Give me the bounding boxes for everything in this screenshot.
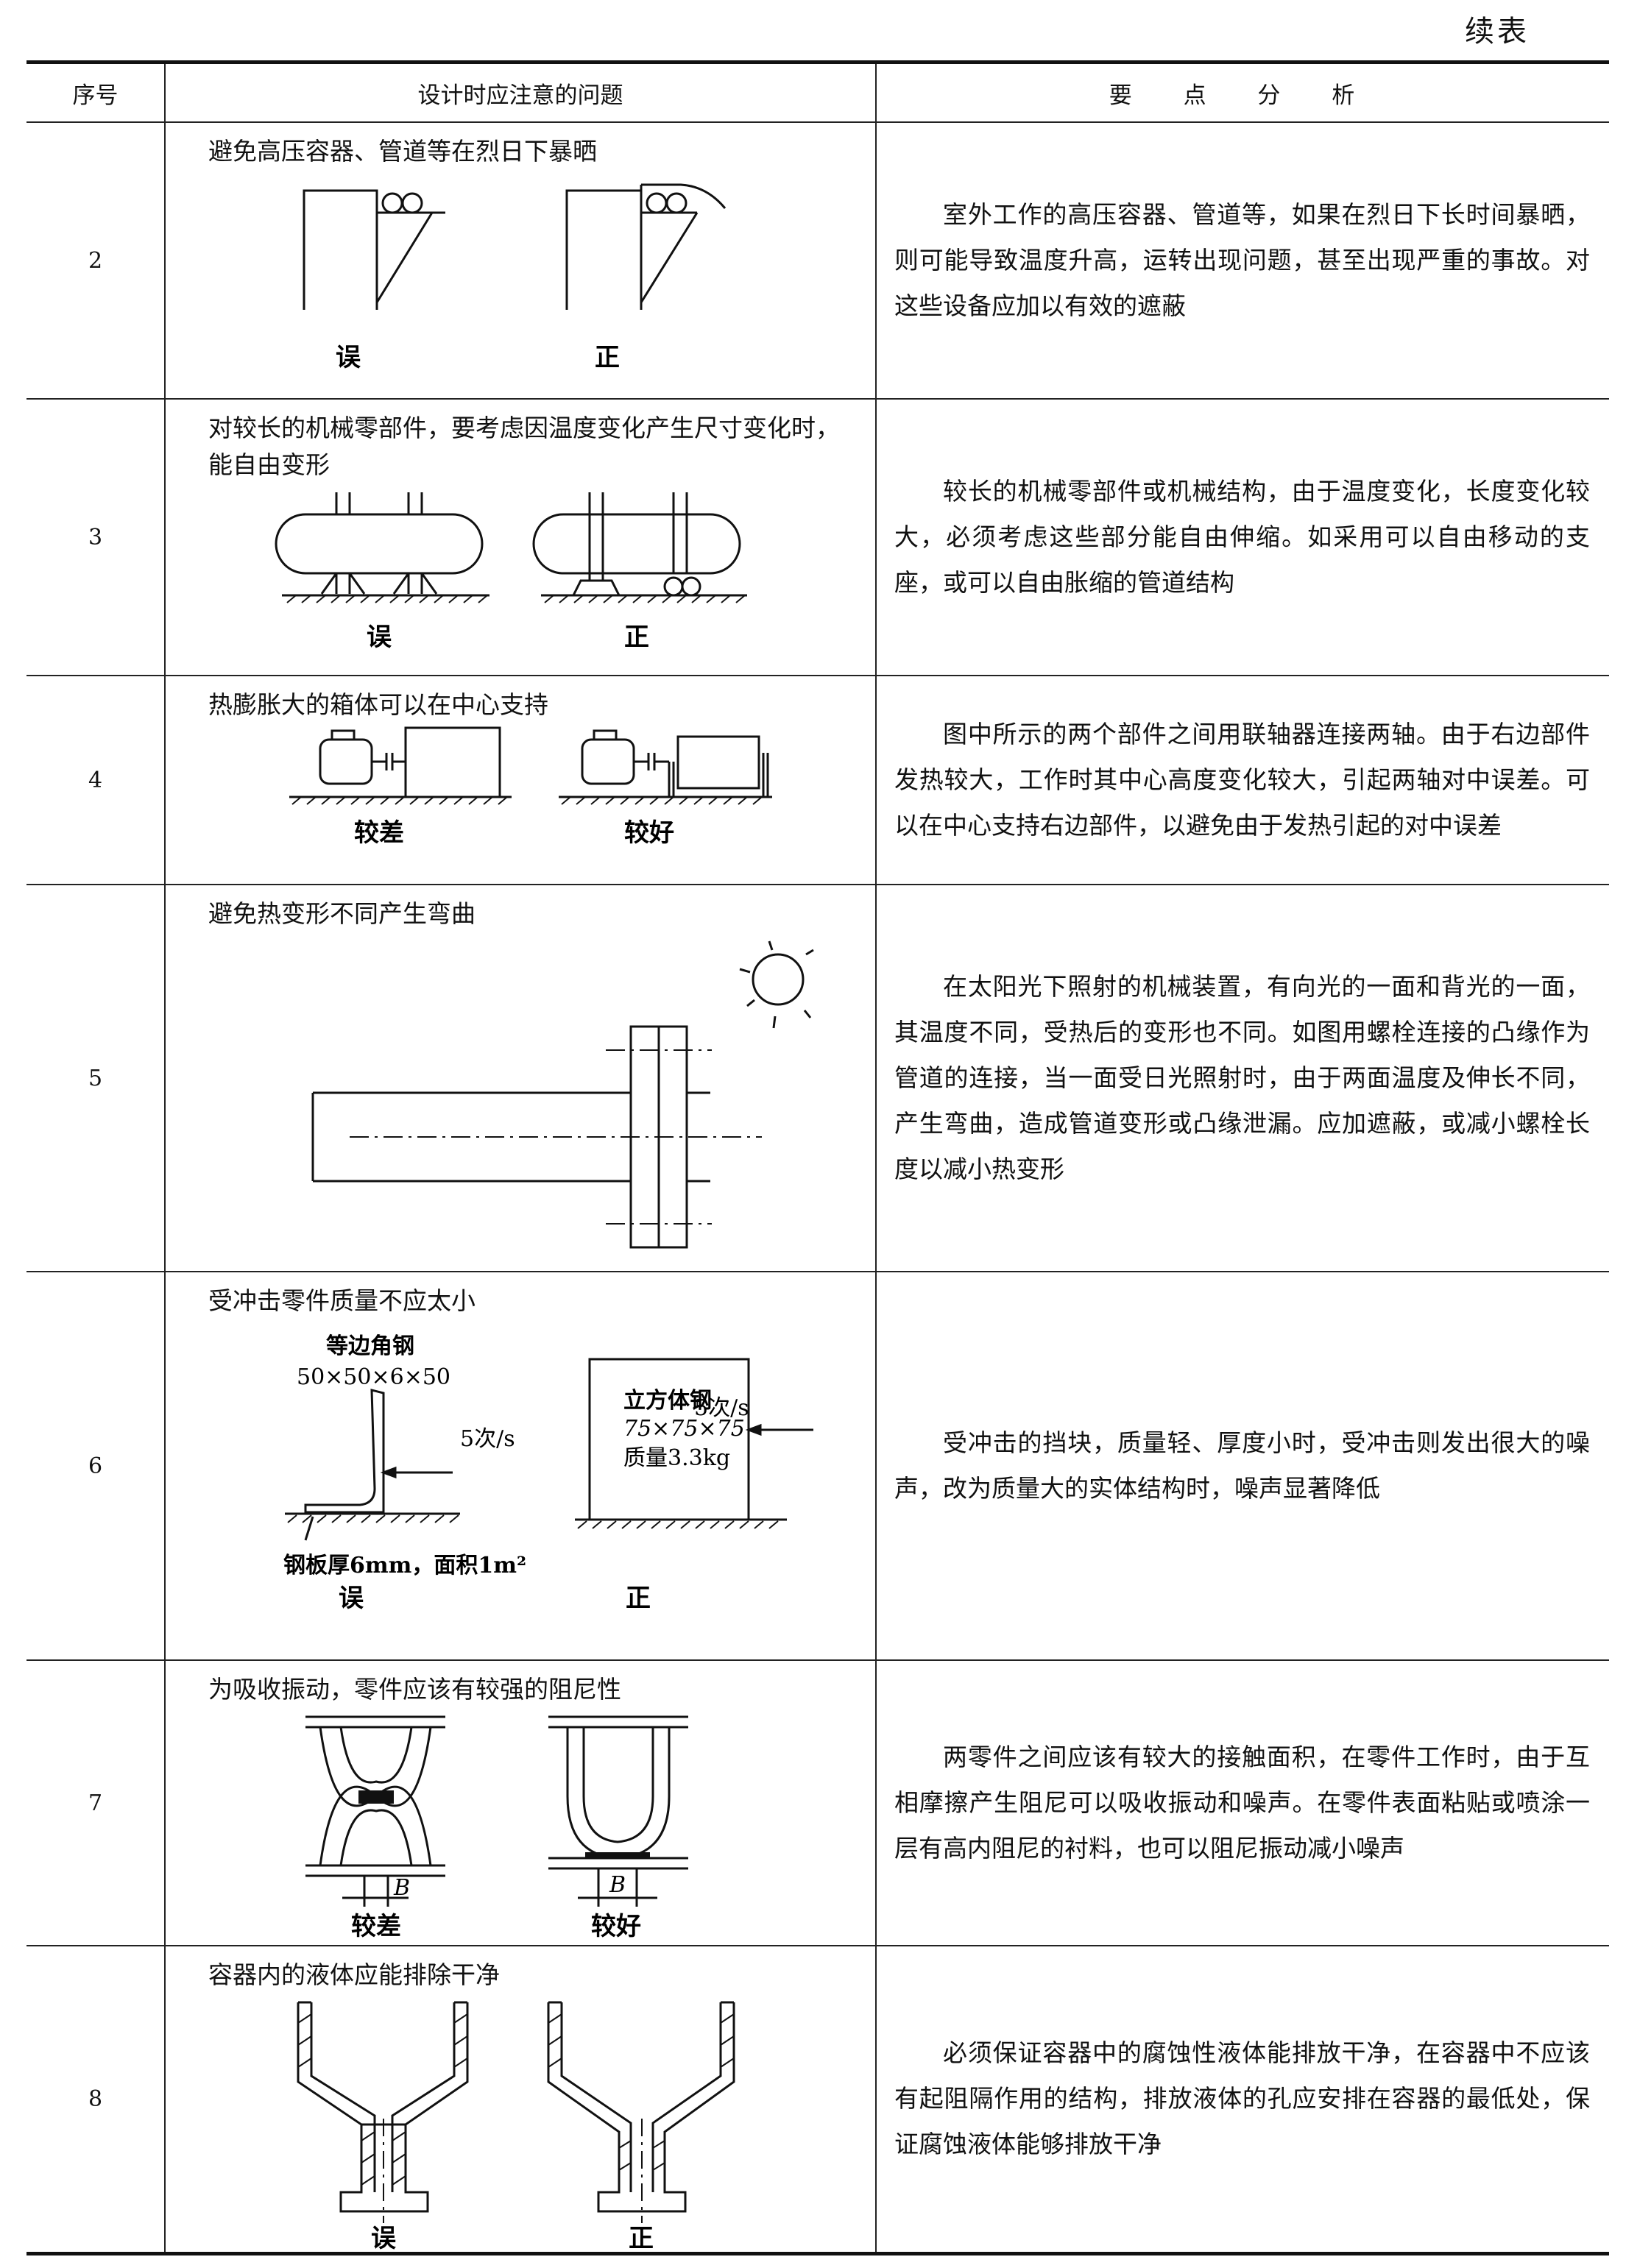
header-num: 序号 [26,61,166,123]
analysis-cell: 受冲击的挡块，质量轻、厚度小时，受冲击则发出很大的噪声，改为质量大的实体结构时，… [875,1271,1609,1661]
row-number: 4 [26,675,166,885]
impact-rate-right: 5次/s [694,1395,749,1421]
label-wrong: 误 [339,1584,364,1613]
row-number: 5 [26,884,166,1272]
cube-mass: 质量3.3kg [623,1445,730,1471]
issue-title: 热膨胀大的箱体可以在中心支持 [208,690,548,719]
table-row: 6 受冲击零件质量不应太小 等边角钢 50×50×6×50 5次/s 5次/s … [26,1271,1609,1661]
label-right: 正 [624,623,649,652]
cube-steel-name: 立方体钢 [623,1388,712,1414]
label-right: 正 [629,2224,654,2251]
label-better: 较好 [591,1912,641,1941]
row-number: 6 [26,1271,166,1661]
label-wrong: 误 [371,2224,396,2251]
header-issue: 设计时应注意的问题 [164,61,877,123]
label-wrong: 误 [336,343,361,372]
header-row: 序号 设计时应注意的问题 要 点 分 析 [26,61,1609,123]
figure-thermal-bending [311,940,814,1249]
table-row: 3 对较长的机械零部件，要考虑因温度变化产生尺寸变化时，能自由变形 [26,398,1609,676]
analysis-cell: 在太阳光下照射的机械装置，有向光的一面和背光的一面，其温度不同，受热后的变形也不… [875,884,1609,1272]
figure-center-support: 较差 较好 [289,726,772,848]
dim-label-b: B [609,1872,626,1898]
table-row: 4 热膨胀大的箱体可以在中心支持 [26,675,1609,885]
label-right: 正 [595,343,620,372]
plate-note: 钢板厚6mm，面积1m² [283,1553,526,1578]
table-row: 8 容器内的液体应能排除干净 [26,1945,1609,2254]
issue-cell: 为吸收振动，零件应该有较强的阻尼性 [164,1659,877,1946]
analysis-cell: 较长的机械零部件或机械结构，由于温度变化，长度变化较大，必须考虑这些部分能自由伸… [875,398,1609,676]
angle-steel-size: 50×50×6×50 [297,1364,450,1390]
table-row: 5 避免热变形不同产生弯曲 [26,884,1609,1272]
figure-impact-mass: 等边角钢 50×50×6×50 5次/s 5次/s 立方体钢 75×75×75 … [283,1333,813,1613]
issue-cell: 容器内的液体应能排除干净 [164,1945,877,2254]
issue-title: 容器内的液体应能排除干净 [208,1960,500,1989]
table-row: 2 避免高压容器、管道等在烈日下暴晒 [26,121,1609,400]
issue-title: 避免热变形不同产生弯曲 [208,899,476,928]
cube-steel-size: 75×75×75 [623,1416,745,1442]
analysis-cell: 两零件之间应该有较大的接触面积，在零件工作时，由于互相摩擦产生阻尼可以吸收振动和… [875,1659,1609,1946]
figure-drainage: 误 正 [297,2001,735,2251]
issue-title: 对较长的机械零部件，要考虑因温度变化产生尺寸变化时，能自由变形 [208,414,840,479]
row-number: 3 [26,398,166,676]
issue-cell: 避免热变形不同产生弯曲 [164,884,877,1272]
label-right: 正 [626,1584,651,1613]
label-poorer: 较差 [351,1912,401,1941]
table-row: 7 为吸收振动，零件应该有较强的阻尼性 [26,1659,1609,1946]
angle-steel-name: 等边角钢 [326,1333,414,1359]
row-number: 8 [26,1945,166,2254]
issue-cell: 受冲击零件质量不应太小 等边角钢 50×50×6×50 5次/s 5次/s 立方… [164,1271,877,1661]
issue-cell: 避免高压容器、管道等在烈日下暴晒 [164,121,877,400]
issue-cell: 对较长的机械零部件，要考虑因温度变化产生尺寸变化时，能自由变形 [164,398,877,676]
label-poorer: 较差 [354,818,404,848]
analysis-cell: 室外工作的高压容器、管道等，如果在烈日下长时间暴晒，则可能导致温度升高，运转出现… [875,121,1609,400]
issue-title: 避免高压容器、管道等在烈日下暴晒 [208,137,597,166]
row-number: 7 [26,1659,166,1946]
issue-title: 为吸收振动，零件应该有较强的阻尼性 [208,1675,621,1704]
header-analysis: 要 点 分 析 [875,61,1609,123]
dim-label-b: B [393,1875,410,1901]
impact-rate-left: 5次/s [460,1426,515,1452]
figure-free-expansion: 误 正 [275,492,747,652]
figure-damping: B B 较差 较好 [305,1715,688,1941]
label-better: 较好 [624,818,674,848]
row-number: 2 [26,121,166,400]
sun-icon [752,953,805,1006]
issue-title: 受冲击零件质量不应太小 [208,1286,476,1315]
figure-sun-exposure: 误 正 [303,183,727,372]
issue-cell: 热膨胀大的箱体可以在中心支持 [164,675,877,885]
continued-label: 续表 [1465,15,1530,49]
label-wrong: 误 [367,623,392,652]
design-table: 序号 设计时应注意的问题 要 点 分 析 2 避免高压容器、管道等在烈日下暴晒 [26,60,1609,2255]
analysis-cell: 必须保证容器中的腐蚀性液体能排放干净，在容器中不应该有起阻隔作用的结构，排放液体… [875,1945,1609,2254]
analysis-cell: 图中所示的两个部件之间用联轴器连接两轴。由于右边部件发热较大，工作时其中心高度变… [875,675,1609,885]
